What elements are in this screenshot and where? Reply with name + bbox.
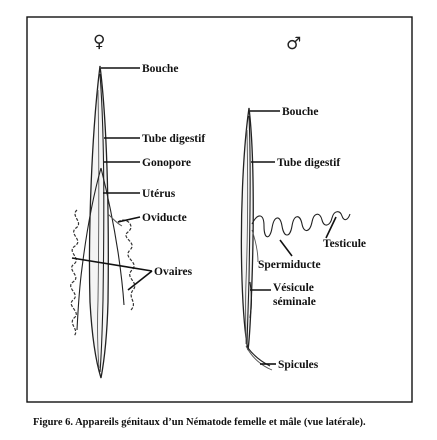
female-nematode [70,65,136,379]
female-digestive-tube-inner [97,89,100,369]
leader-male-spermiducte [279,239,293,257]
female-symbol: ♀ [93,32,105,52]
label-male-vesicule-line1: Vésicule [273,282,314,294]
label-male-spicules: Spicules [278,359,319,371]
label-male-vesicule-line2: séminale [273,296,316,308]
leader-female-ovaires-right [127,270,153,291]
male-digestive-tube-inner [245,129,249,345]
leader-female-ovaires-left [71,257,153,272]
label-female-tube-digestif: Tube digestif [142,133,205,145]
male-digestive-tube [246,115,251,349]
male-spicule-b [245,345,273,371]
female-ovary-right [117,219,136,311]
label-female-gonopore: Gonopore [142,157,191,169]
male-spicule-a [247,347,271,367]
label-female-uterus: Utérus [142,188,176,200]
male-testis [251,211,351,238]
label-male-spermiducte: Spermiducte [258,259,321,271]
female-oviduct [107,213,123,227]
label-female-ovaires: Ovaires [154,266,193,278]
label-male-tube-digestif: Tube digestif [277,157,340,169]
leader-male-testicule [325,216,337,239]
female-uterus-line-b [100,167,125,306]
male-seminal-vesicle [249,281,253,319]
label-male-testicule: Testicule [323,238,366,250]
male-sperm-duct [251,229,259,263]
label-male-bouche: Bouche [282,106,318,118]
label-female-bouche: Bouche [142,63,178,75]
figure-frame [26,16,413,403]
female-digestive-tube [99,73,105,373]
leader-female-oviducte [117,216,141,223]
female-uterus-line-a [76,167,102,331]
figure-caption: Figure 6. Appareils génitaux d’un Némato… [33,417,366,428]
label-female-oviducte: Oviducte [142,212,187,224]
male-symbol: ♂ [286,34,301,54]
female-ovary-left [70,209,80,337]
